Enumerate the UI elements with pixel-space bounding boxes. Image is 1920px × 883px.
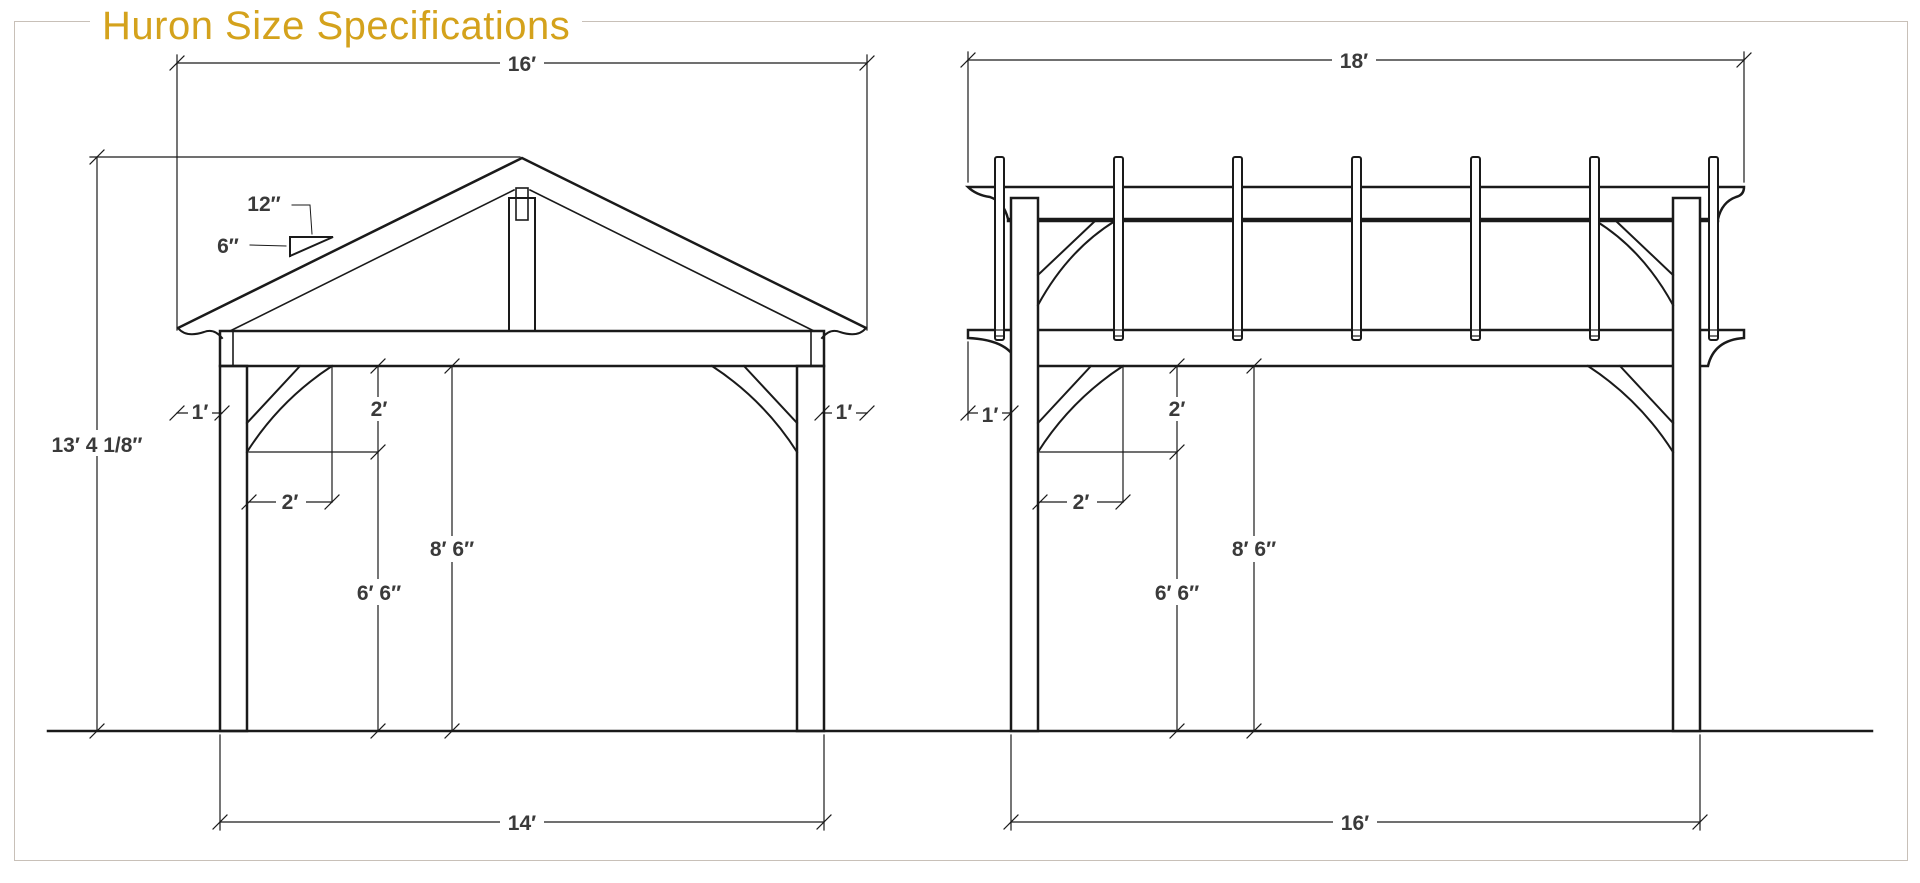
side-overhang-left-label: 1′ <box>982 404 999 427</box>
pitch-rise-label: 6″ <box>217 235 239 258</box>
drawing-frame <box>14 21 1908 861</box>
front-overhang-right-label: 1′ <box>836 401 853 424</box>
side-view-rafters <box>994 156 1719 341</box>
front-brace-horizontal-label: 2′ <box>282 491 299 514</box>
side-brace-vertical-label: 2′ <box>1169 398 1186 421</box>
side-dimension-labels: 18′ 1′ 2′ 2′ 6′ 6″ 8′ 6″ 16′ <box>978 48 1377 835</box>
side-beam-clearance-label: 8′ 6″ <box>1232 538 1276 561</box>
front-dimension-labels: 16′ 13′ 4 1/8″ 12″ 6″ 1′ 1′ 2′ 2′ 6′ 6″ … <box>48 51 856 835</box>
front-overhang-left-label: 1′ <box>192 401 209 424</box>
side-brace-horizontal-label: 2′ <box>1073 491 1090 514</box>
pitch-run-label: 12″ <box>247 193 280 216</box>
front-width-label: 16′ <box>508 53 536 76</box>
front-brace-vertical-label: 2′ <box>371 398 388 421</box>
side-brace-clearance-label: 6′ 6″ <box>1155 582 1199 605</box>
front-post-span-label: 14′ <box>508 812 536 835</box>
front-height-label: 13′ 4 1/8″ <box>52 434 143 457</box>
side-width-label: 18′ <box>1340 50 1368 73</box>
front-beam-clearance-label: 8′ 6″ <box>430 538 474 561</box>
front-dimension-lines <box>89 54 875 831</box>
front-view-structure <box>176 156 868 733</box>
roof-pitch-symbol <box>249 204 334 258</box>
front-brace-clearance-label: 6′ 6″ <box>357 582 401 605</box>
page-title: Huron Size Specifications <box>90 2 583 50</box>
side-post-span-label: 16′ <box>1341 812 1369 835</box>
